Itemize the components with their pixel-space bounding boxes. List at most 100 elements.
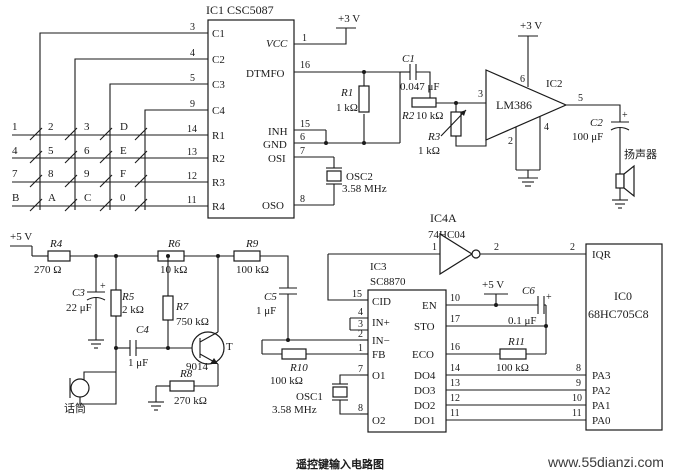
svg-text:2: 2 bbox=[494, 242, 499, 253]
key-label: E bbox=[120, 145, 127, 157]
svg-text:1: 1 bbox=[432, 242, 437, 253]
supply-5v-a: +5 V bbox=[10, 231, 32, 243]
svg-text:3.58 MHz: 3.58 MHz bbox=[272, 404, 317, 416]
key-label: 7 bbox=[12, 168, 18, 180]
svg-text:3.58 MHz: 3.58 MHz bbox=[342, 183, 387, 195]
ic2-lm386: LM386 IC2 3 +3 V 6 2 4 5 bbox=[478, 20, 621, 187]
svg-text:R3: R3 bbox=[212, 177, 225, 189]
svg-text:C5: C5 bbox=[264, 291, 277, 303]
svg-text:270 Ω: 270 Ω bbox=[34, 264, 61, 276]
capacitor-c1: C1 0.047 μF bbox=[400, 53, 440, 103]
svg-text:PA1: PA1 bbox=[592, 400, 611, 412]
svg-text:0.047 μF: 0.047 μF bbox=[400, 81, 440, 93]
supply-5v-b: +5 V bbox=[482, 279, 504, 291]
svg-text:R4: R4 bbox=[49, 238, 63, 250]
svg-text:C6: C6 bbox=[522, 285, 535, 297]
ic1-left-pin-numbers: 3 4 5 9 14 13 12 11 bbox=[187, 22, 197, 206]
resistor-r1: R1 1 kΩ bbox=[336, 72, 370, 114]
svg-text:11: 11 bbox=[572, 408, 582, 419]
svg-text:750 kΩ: 750 kΩ bbox=[176, 316, 209, 328]
svg-text:R2: R2 bbox=[212, 153, 225, 165]
resistor-r2: R2 10 kΩ bbox=[401, 97, 486, 122]
c6-r11-network: +5 V C6 + 0.1 μF R11 100 kΩ bbox=[482, 279, 552, 374]
svg-text:100 kΩ: 100 kΩ bbox=[270, 375, 303, 387]
svg-text:10 kΩ: 10 kΩ bbox=[160, 264, 187, 276]
svg-text:PA0: PA0 bbox=[592, 415, 611, 427]
svg-text:PA3: PA3 bbox=[592, 370, 611, 382]
svg-text:2: 2 bbox=[358, 329, 363, 340]
svg-text:C4: C4 bbox=[136, 324, 149, 336]
svg-text:OSC1: OSC1 bbox=[296, 391, 323, 403]
svg-text:13: 13 bbox=[450, 378, 460, 389]
svg-text:4: 4 bbox=[544, 122, 549, 133]
svg-text:100 μF: 100 μF bbox=[572, 131, 603, 143]
svg-text:R7: R7 bbox=[175, 301, 189, 313]
svg-text:11: 11 bbox=[450, 408, 460, 419]
capacitor-c2: C2 + 100 μF bbox=[572, 110, 630, 170]
svg-text:T: T bbox=[226, 341, 233, 353]
key-label: 1 bbox=[12, 121, 18, 133]
svg-text:C3: C3 bbox=[72, 287, 85, 299]
svg-text:IC2: IC2 bbox=[546, 78, 563, 90]
svg-text:16: 16 bbox=[300, 60, 310, 71]
svg-text:1 kΩ: 1 kΩ bbox=[336, 102, 358, 114]
svg-text:9014: 9014 bbox=[186, 361, 209, 373]
svg-text:GND: GND bbox=[263, 139, 287, 151]
key-label: 0 bbox=[120, 192, 126, 204]
svg-text:2: 2 bbox=[508, 136, 513, 147]
svg-text:R5: R5 bbox=[121, 291, 135, 303]
svg-text:IN+: IN+ bbox=[372, 317, 390, 329]
svg-text:+: + bbox=[622, 110, 628, 121]
svg-text:R3: R3 bbox=[427, 131, 441, 143]
svg-text:15: 15 bbox=[352, 289, 362, 300]
key-label: 6 bbox=[84, 145, 90, 157]
svg-text:STO: STO bbox=[414, 321, 435, 333]
supply-3v-a: +3 V bbox=[338, 13, 360, 25]
crystal-osc2: OSC2 3.58 MHz bbox=[326, 157, 387, 205]
svg-text:8: 8 bbox=[576, 363, 581, 374]
key-label: A bbox=[48, 192, 56, 204]
svg-text:+: + bbox=[100, 281, 106, 292]
svg-text:DO2: DO2 bbox=[414, 400, 435, 412]
mic-label: 话筒 bbox=[64, 401, 86, 415]
svg-text:IQR: IQR bbox=[592, 249, 612, 261]
ic4a-inverter: IC4A 74HC04 1 2 bbox=[327, 211, 586, 301]
svg-text:CID: CID bbox=[372, 296, 391, 308]
svg-text:INH: INH bbox=[268, 126, 288, 138]
svg-text:17: 17 bbox=[450, 314, 460, 325]
svg-text:6: 6 bbox=[520, 74, 525, 85]
svg-text:C2: C2 bbox=[590, 117, 603, 129]
potentiometer-r3: R3 1 kΩ bbox=[418, 103, 487, 157]
speaker-label: 扬声器 bbox=[624, 147, 657, 161]
svg-text:74HC04: 74HC04 bbox=[428, 229, 466, 241]
svg-text:DO4: DO4 bbox=[414, 370, 436, 382]
svg-text:R1: R1 bbox=[340, 87, 353, 99]
svg-text:100 kΩ: 100 kΩ bbox=[236, 264, 269, 276]
svg-text:C1: C1 bbox=[212, 28, 225, 40]
key-label: 5 bbox=[48, 145, 54, 157]
svg-text:R8: R8 bbox=[179, 368, 193, 380]
svg-text:VCC: VCC bbox=[266, 38, 288, 50]
svg-text:13: 13 bbox=[187, 147, 197, 158]
svg-text:14: 14 bbox=[450, 363, 460, 374]
svg-text:3: 3 bbox=[478, 89, 483, 100]
svg-text:9: 9 bbox=[190, 99, 195, 110]
svg-text:8: 8 bbox=[300, 194, 305, 205]
svg-text:1 μF: 1 μF bbox=[128, 357, 148, 369]
svg-text:SC8870: SC8870 bbox=[370, 276, 406, 288]
key-label: C bbox=[84, 192, 91, 204]
key-label: 4 bbox=[12, 145, 18, 157]
svg-text:R1: R1 bbox=[212, 130, 225, 142]
mic-preamp: +5 V R4 270 Ω R6 10 kΩ R9 100 kΩ C3 + 22… bbox=[10, 231, 289, 415]
svg-text:270 kΩ: 270 kΩ bbox=[174, 395, 207, 407]
key-label: 2 bbox=[48, 121, 54, 133]
ic1-title: IC1 CSC5087 bbox=[206, 3, 274, 17]
svg-text:15: 15 bbox=[300, 119, 310, 130]
svg-text:DO3: DO3 bbox=[414, 385, 436, 397]
svg-text:R10: R10 bbox=[289, 362, 308, 374]
svg-text:FB: FB bbox=[372, 349, 385, 361]
svg-text:7: 7 bbox=[358, 364, 363, 375]
svg-text:12: 12 bbox=[187, 171, 197, 182]
svg-text:1 kΩ: 1 kΩ bbox=[418, 145, 440, 157]
